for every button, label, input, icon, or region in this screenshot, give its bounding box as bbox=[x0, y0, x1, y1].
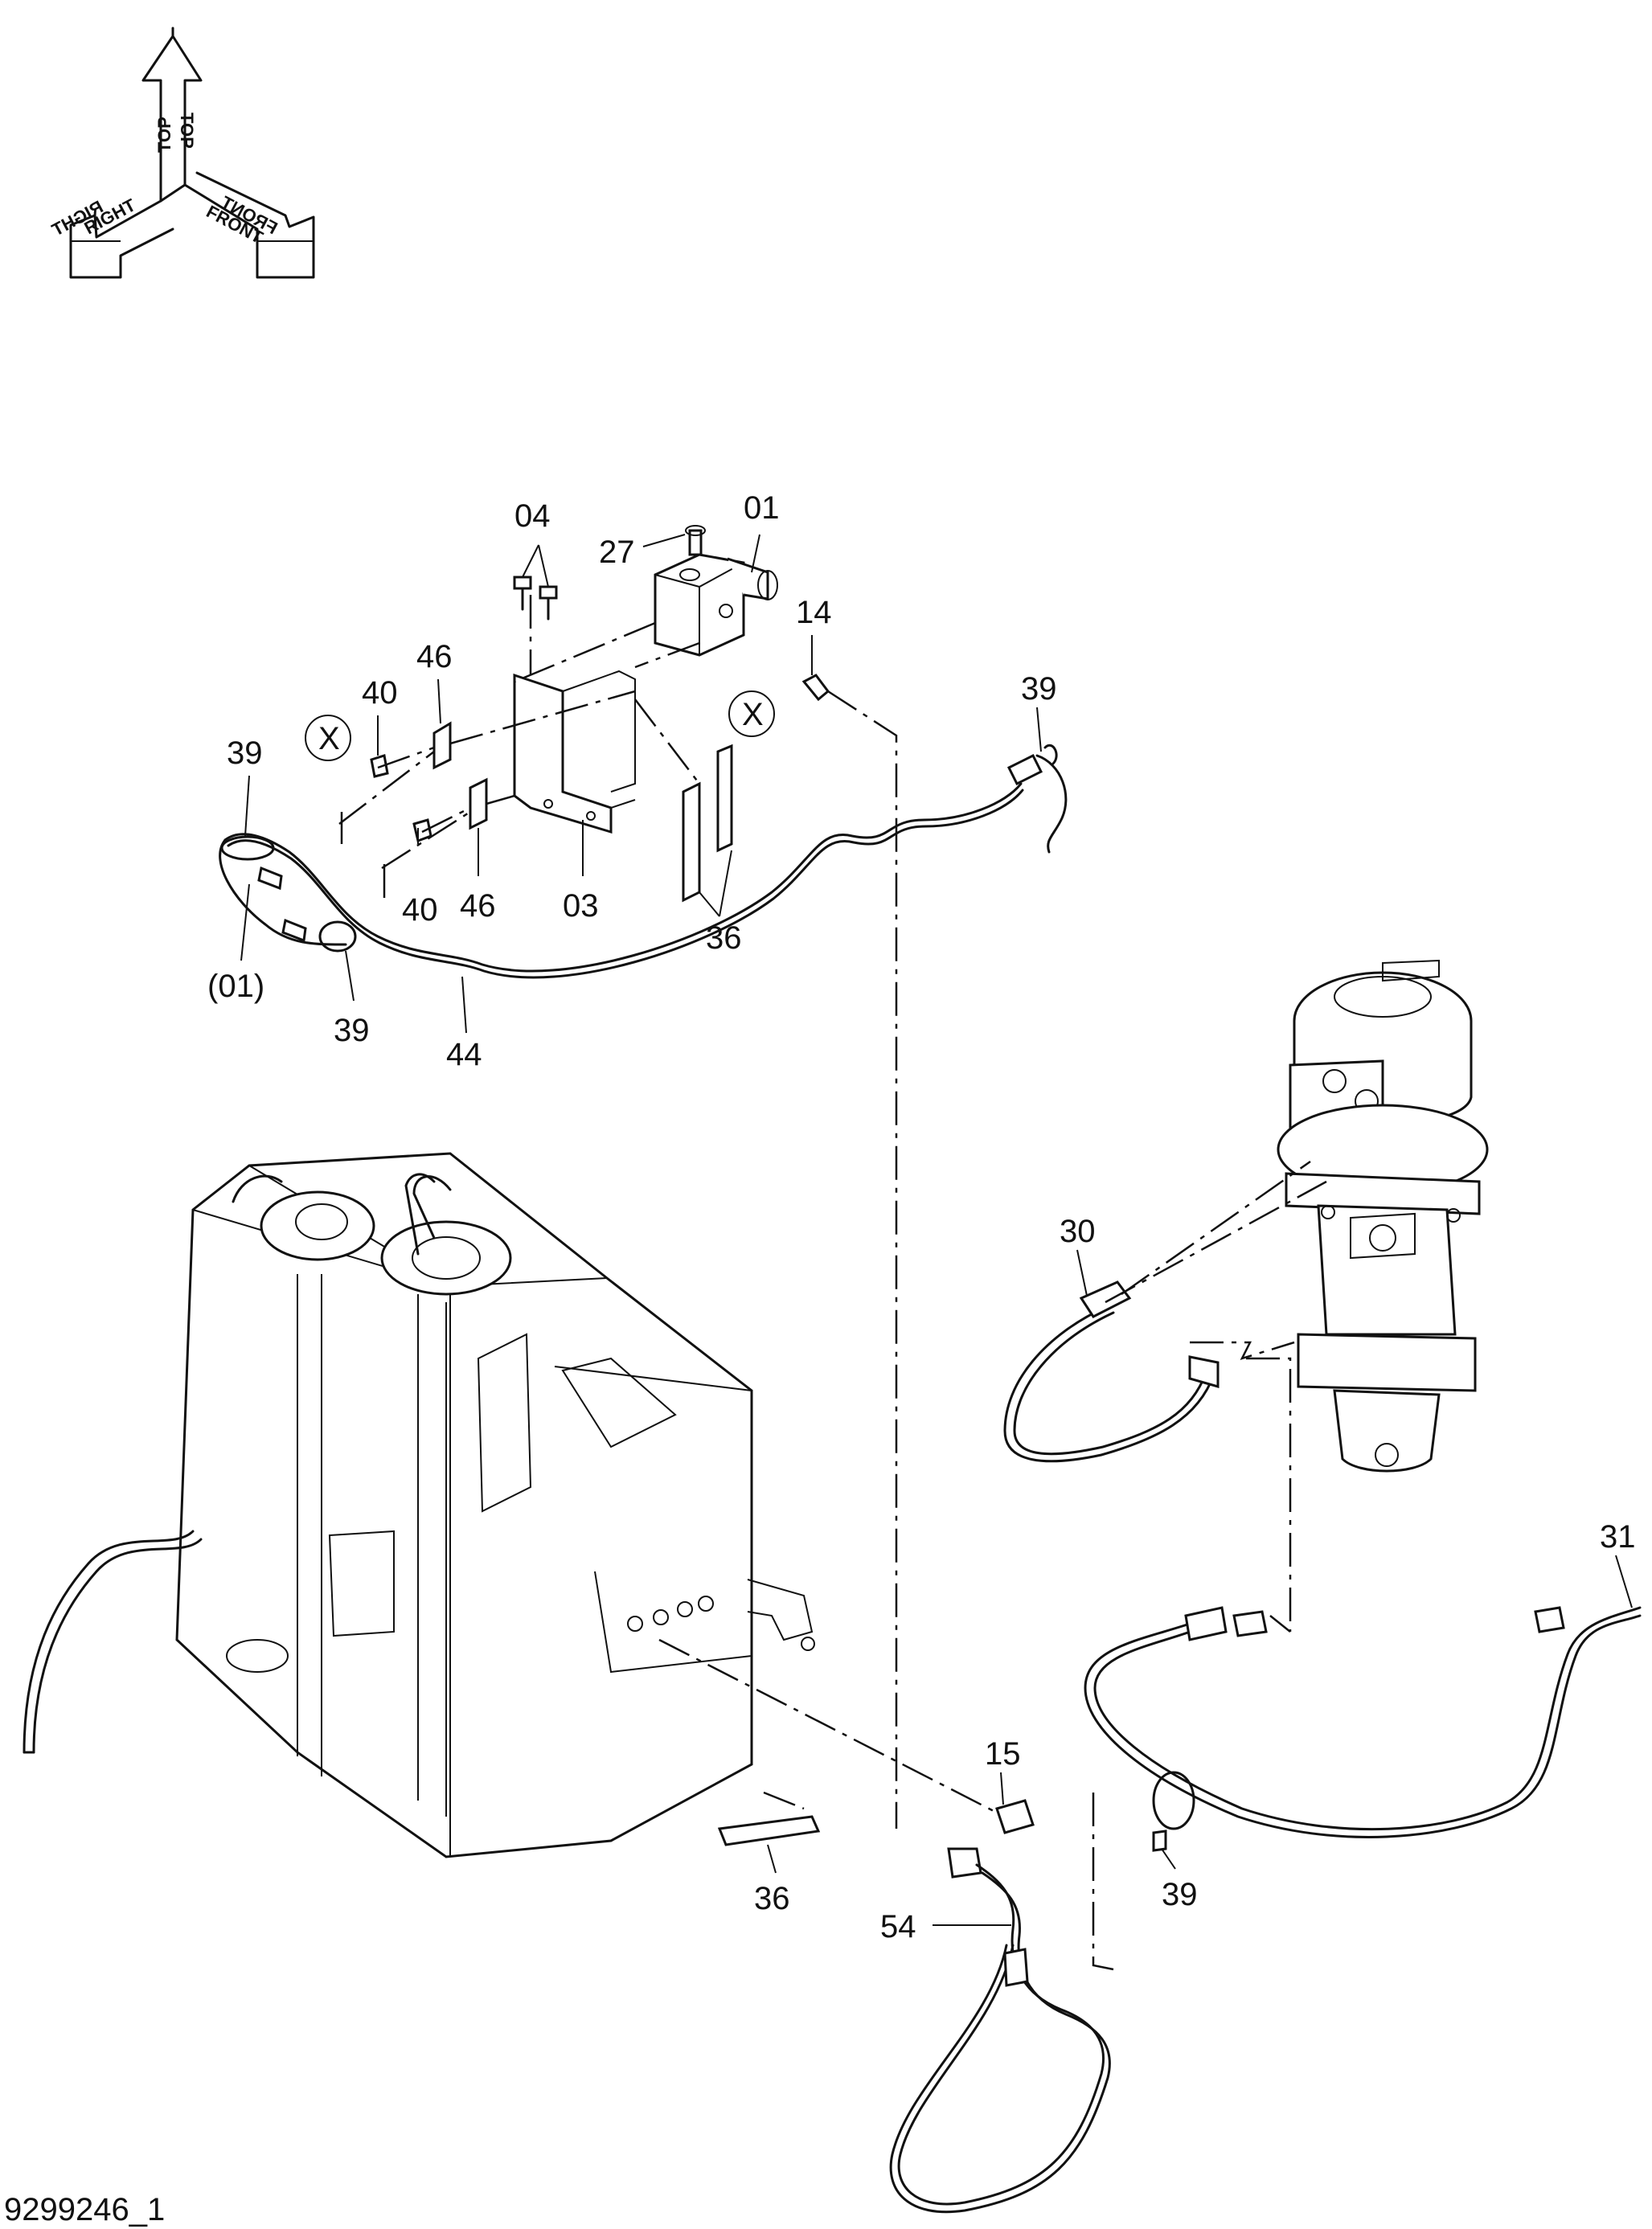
callout-14: 14 bbox=[796, 595, 832, 630]
callout-39-bottom: 39 bbox=[334, 1013, 370, 1048]
callout-44: 44 bbox=[446, 1037, 482, 1072]
leader-lines bbox=[240, 534, 1633, 1926]
hydraulic-tank bbox=[23, 1152, 998, 1858]
callout-36-top: 36 bbox=[706, 920, 742, 956]
orientation-indicator: TOP TOP RIGHT RIGHT FRONT FRONT bbox=[48, 27, 315, 279]
swing-motor bbox=[1277, 959, 1489, 1473]
callout-x-right: X bbox=[742, 697, 764, 732]
reference-x-markers bbox=[305, 690, 775, 761]
hose-30 bbox=[1003, 1160, 1327, 1632]
callout-36-bottom: 36 bbox=[754, 1881, 790, 1916]
callout-x-left: X bbox=[318, 721, 340, 756]
callout-40-bottom: 40 bbox=[402, 892, 438, 928]
callout-15: 15 bbox=[985, 1736, 1021, 1772]
callout-01-paren: (01) bbox=[207, 969, 264, 1004]
callout-01: 01 bbox=[744, 490, 780, 526]
valve-assembly bbox=[219, 525, 1068, 979]
callout-40-top: 40 bbox=[362, 675, 398, 711]
callout-39-right: 39 bbox=[1021, 671, 1057, 707]
callout-30: 30 bbox=[1060, 1214, 1096, 1249]
callout-labels: 04 01 27 14 39 46 40 X X 39 40 46 03 36 … bbox=[207, 490, 1636, 1944]
hose-54 bbox=[889, 1799, 1111, 2214]
callout-54: 54 bbox=[880, 1909, 916, 1944]
callout-31: 31 bbox=[1600, 1519, 1636, 1555]
callout-39-top: 39 bbox=[227, 735, 263, 771]
callout-46-top: 46 bbox=[416, 639, 453, 674]
callout-27: 27 bbox=[599, 535, 635, 570]
assembly-guide-lines bbox=[338, 595, 898, 1829]
orientation-top-label-mirror: TOP bbox=[154, 117, 174, 153]
callout-04: 04 bbox=[514, 498, 551, 534]
drawing-number: 9299246_1 bbox=[4, 2192, 165, 2227]
hose-31 bbox=[1084, 1606, 1642, 1971]
orientation-top-label: TOP bbox=[177, 113, 197, 149]
channel-36-bottom bbox=[717, 1815, 821, 1846]
callout-03: 03 bbox=[563, 888, 599, 924]
callout-39-lower: 39 bbox=[1162, 1877, 1198, 1912]
callout-46-bottom: 46 bbox=[460, 888, 496, 924]
